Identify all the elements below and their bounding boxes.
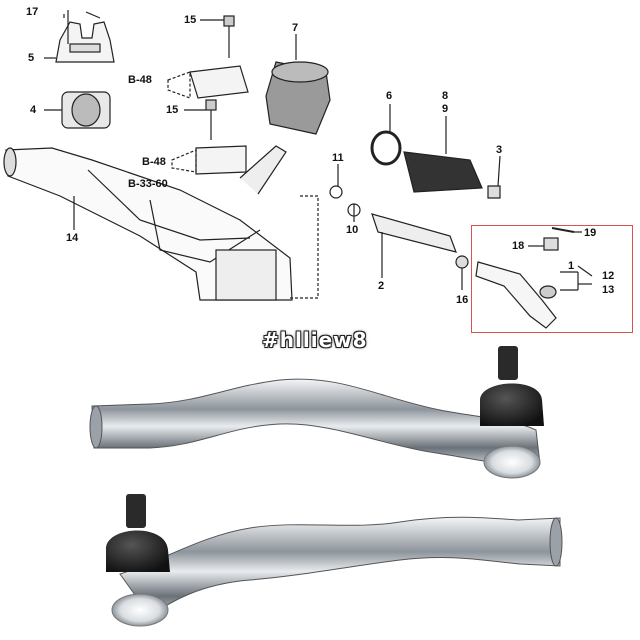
watermark: #hlliew8 — [262, 328, 368, 352]
part-number: 18 — [512, 240, 525, 252]
part-number: 9 — [442, 103, 449, 115]
part-number: 12 — [602, 270, 615, 282]
part-number: 4 — [30, 104, 37, 116]
tie-rod-ends-photo — [89, 346, 563, 627]
part-number: 10 — [346, 224, 359, 236]
part-number: 11 — [332, 152, 344, 164]
part-number: 1 — [568, 260, 575, 272]
tie-rod-end-upper — [89, 346, 544, 479]
steering-rack-diagram — [3, 10, 593, 329]
part-number: 14 — [66, 232, 79, 244]
part-number: 13 — [602, 284, 615, 296]
reference-label: B-48 — [142, 156, 166, 168]
part-number: 6 — [386, 90, 393, 102]
part-number: 16 — [456, 294, 469, 306]
reference-label: B-48 — [128, 74, 152, 86]
highlight-box — [471, 225, 633, 333]
part-number: 7 — [292, 22, 299, 34]
part-number: 15 — [166, 104, 179, 116]
part-number: 17 — [26, 6, 39, 18]
tie-rod-end-lower — [105, 494, 563, 627]
reference-label: B-33-60 — [128, 178, 168, 190]
part-number: 19 — [584, 227, 597, 239]
part-number: 15 — [184, 14, 197, 26]
part-number: 3 — [496, 144, 503, 156]
part-number: 5 — [28, 52, 35, 64]
part-number: 8 — [442, 90, 449, 102]
part-number: 2 — [378, 280, 385, 292]
